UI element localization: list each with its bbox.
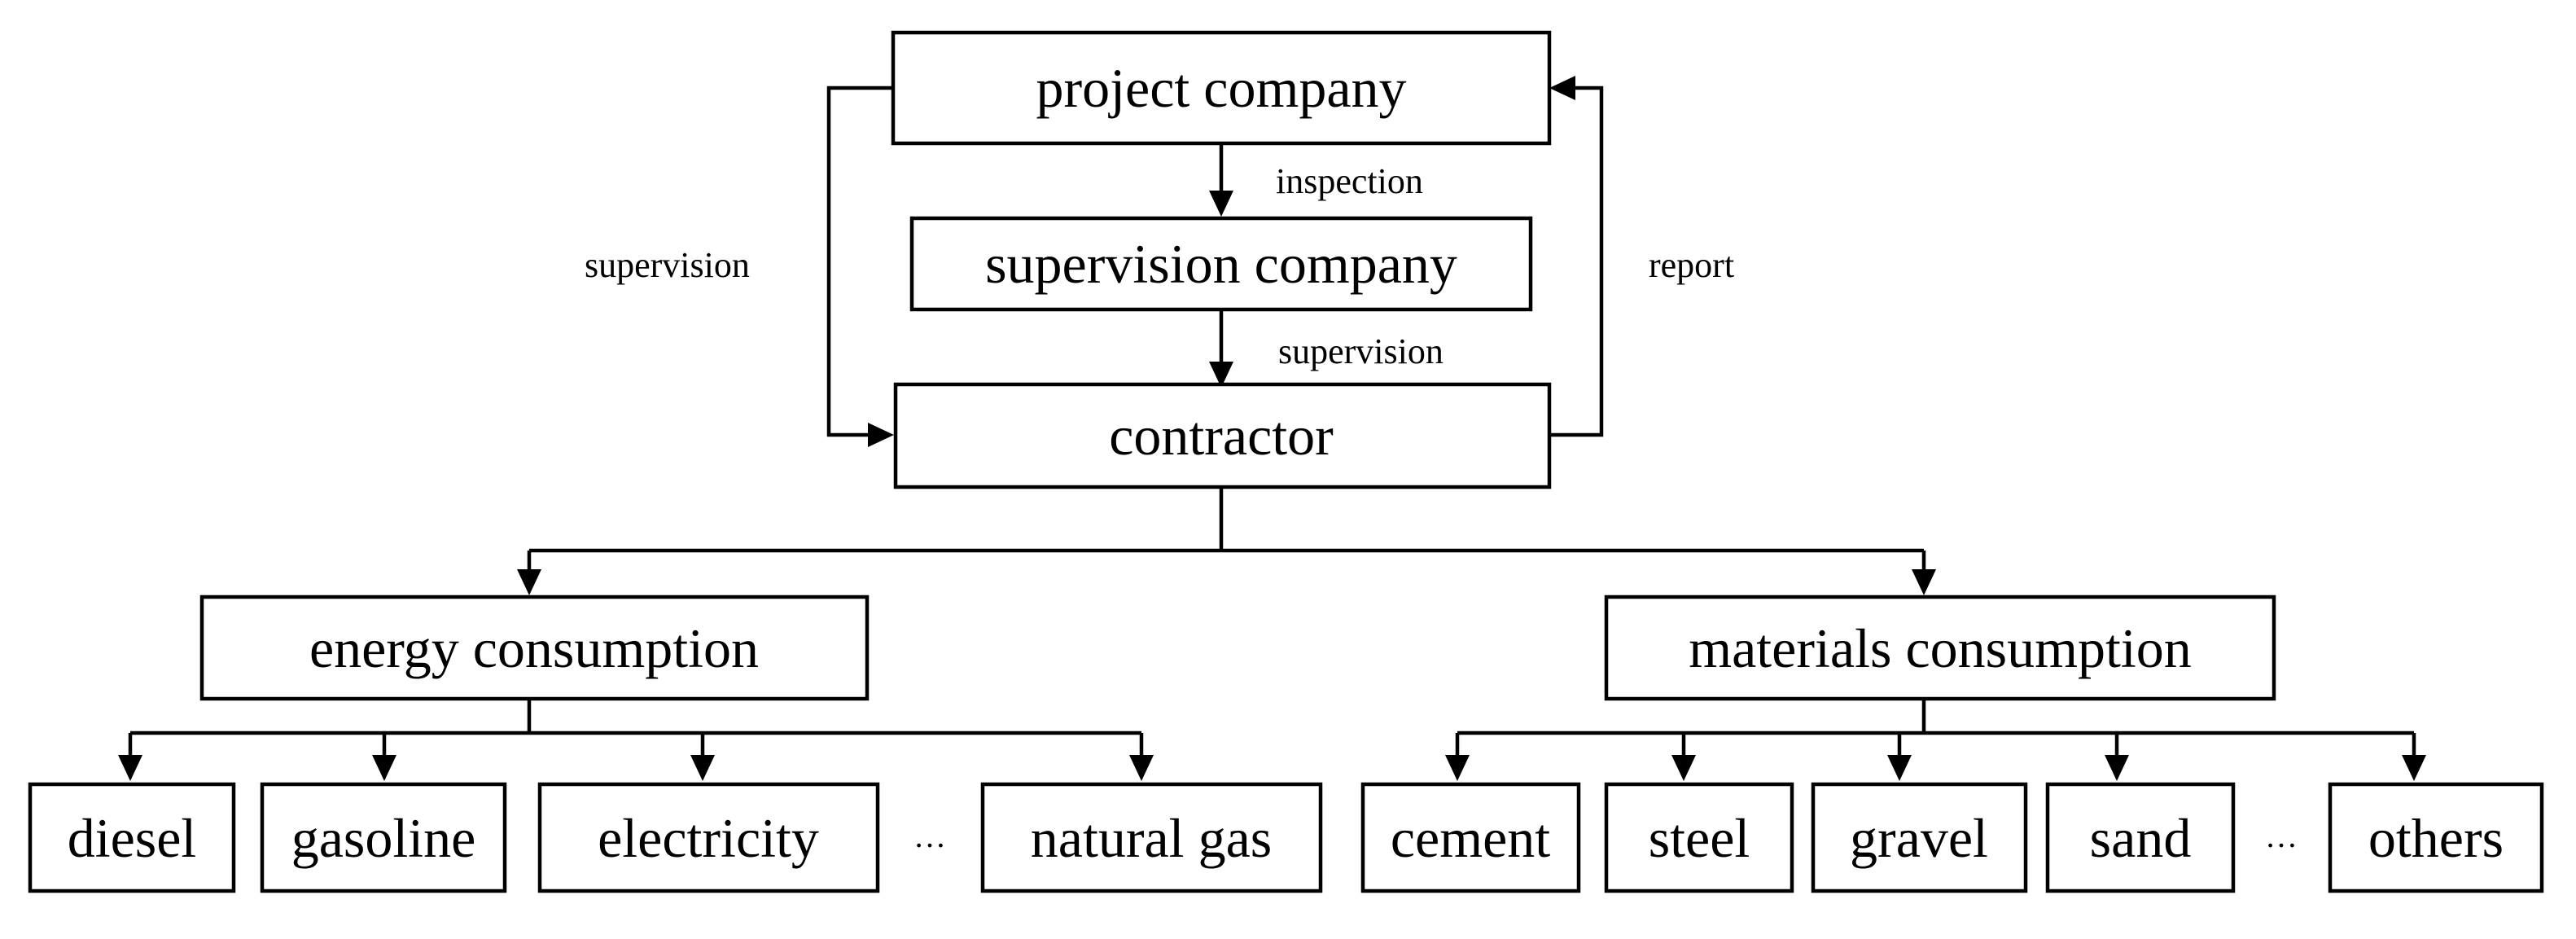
arrowhead-supervision-company — [1209, 191, 1233, 217]
materials-consumption-box: materials consumption — [1604, 595, 2276, 701]
gasoline-box: gasoline — [260, 782, 507, 893]
report-label: report — [1649, 245, 1734, 285]
supervision-left-path — [826, 86, 893, 437]
arrowhead-steel — [1671, 755, 1696, 781]
arrowhead-gravel — [1887, 755, 1912, 781]
supervision-company-box: supervision company — [909, 216, 1533, 312]
inspection-label: inspection — [1276, 161, 1423, 201]
supervision-company-label: supervision company — [985, 233, 1457, 295]
steel-box: steel — [1604, 782, 1794, 893]
cement-box: cement — [1360, 782, 1581, 893]
contractor-box: contractor — [893, 382, 1552, 489]
project-company-box: project company — [891, 30, 1552, 146]
diesel-label: diesel — [68, 807, 197, 869]
diesel-box: diesel — [28, 782, 236, 893]
gasoline-label: gasoline — [291, 807, 476, 869]
arrowheads — [118, 76, 2426, 781]
energy-ellipsis: … — [913, 818, 946, 854]
gravel-label: gravel — [1850, 807, 1988, 869]
project-company-label: project company — [1036, 57, 1406, 119]
connectors — [128, 86, 2416, 759]
natural-gas-label: natural gas — [1031, 807, 1272, 869]
arrowhead-contractor-top — [1209, 362, 1233, 388]
arrowhead-project-company-right — [1549, 76, 1575, 100]
arrowhead-natural-gas — [1129, 755, 1154, 781]
arrowhead-energy — [517, 569, 541, 595]
sand-label: sand — [2090, 807, 2192, 869]
supervision-left-label: supervision — [585, 245, 750, 285]
arrowhead-others — [2402, 755, 2426, 781]
sand-box: sand — [2045, 782, 2236, 893]
contractor-label: contractor — [1109, 405, 1334, 467]
materials-ellipsis: … — [2265, 818, 2298, 854]
arrowhead-cement — [1445, 755, 1470, 781]
others-label: others — [2368, 807, 2504, 869]
arrowhead-diesel — [118, 755, 142, 781]
arrowhead-contractor-left — [868, 423, 894, 447]
arrowhead-sand — [2105, 755, 2129, 781]
materials-consumption-label: materials consumption — [1689, 617, 2192, 679]
cement-label: cement — [1391, 807, 1550, 869]
arrowhead-materials — [1912, 569, 1936, 595]
electricity-box: electricity — [537, 782, 880, 893]
supervision-middle-label: supervision — [1278, 331, 1444, 371]
natural-gas-box: natural gas — [980, 782, 1323, 893]
energy-consumption-box: energy consumption — [199, 595, 870, 701]
others-box: others — [2328, 782, 2544, 893]
electricity-label: electricity — [598, 807, 819, 869]
energy-consumption-label: energy consumption — [309, 617, 759, 679]
arrowhead-gasoline — [372, 755, 396, 781]
gravel-box: gravel — [1811, 782, 2028, 893]
steel-label: steel — [1649, 807, 1750, 869]
arrowhead-electricity — [690, 755, 715, 781]
report-path — [1549, 86, 1604, 437]
